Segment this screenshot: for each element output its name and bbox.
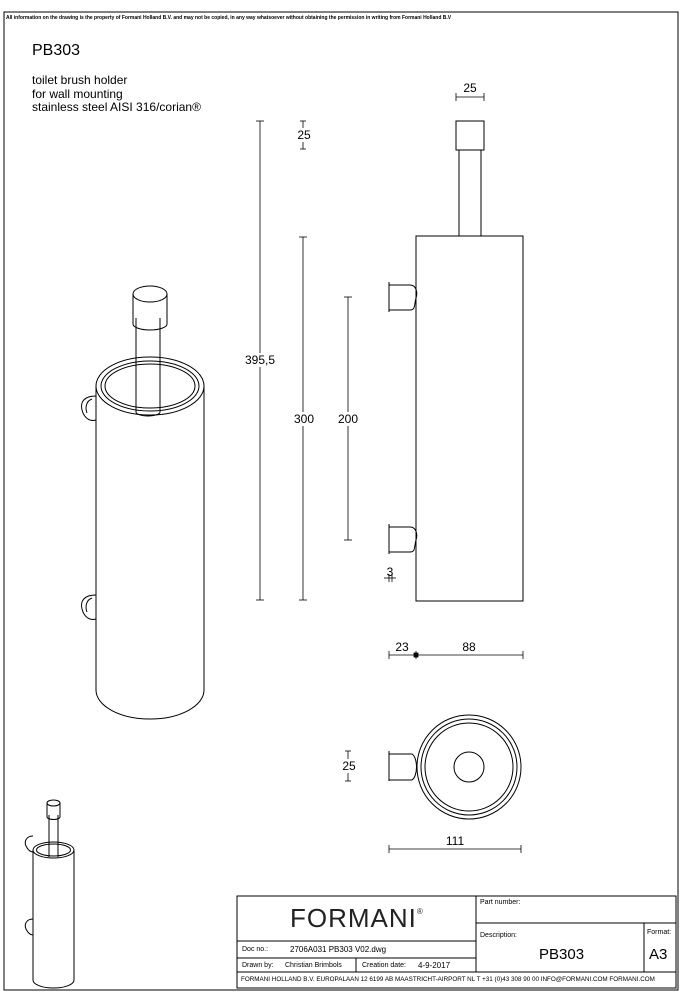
plan-view (388, 714, 522, 820)
format-value: A3 (649, 946, 668, 963)
dim-wall-gap: 3 (386, 565, 394, 579)
creation-date-label: Creation date: (362, 962, 406, 969)
description-line: toilet brush holder (32, 73, 128, 87)
dim-mount-spacing: 200 (336, 412, 360, 426)
dim-total-height: 395,5 (243, 353, 277, 367)
registered-mark: ® (416, 907, 424, 916)
logo-text: FORMANI (290, 903, 417, 933)
format-label: Format: (647, 929, 672, 936)
side-elevation (388, 120, 524, 602)
dim-knob-width: 25 (462, 81, 478, 95)
product-code: PB303 (32, 42, 81, 59)
drawn-by-value: Christian Brimbols (285, 962, 342, 969)
drawn-by-label: Drawn by: (242, 962, 274, 969)
part-number-label: Part number: (480, 899, 521, 906)
formani-logo: FORMANI® (290, 903, 424, 934)
description-line: stainless steel AISI 316/corian® (32, 100, 201, 114)
dim-bracket-depth: 23 (394, 640, 410, 654)
product-description: toilet brush holder for wall mounting st… (32, 73, 201, 115)
description-value: PB303 (539, 946, 585, 963)
dim-body-depth: 88 (461, 640, 477, 654)
description-line: for wall mounting (32, 86, 123, 101)
description-label: Description: (480, 932, 517, 939)
dim-bracket-width: 25 (341, 759, 357, 773)
dimension-lines (256, 93, 524, 853)
doc-no-label: Doc no.: (242, 946, 269, 953)
sheet-border (3, 11, 679, 991)
dim-body-height: 300 (292, 412, 316, 426)
dim-knob-height: 25 (296, 128, 312, 142)
creation-date-value: 4-9-2017 (418, 961, 451, 970)
copyright-notice: All information on the drawing is the pr… (6, 15, 452, 21)
dim-diameter: 111 (444, 834, 466, 848)
title-block-frame (236, 895, 677, 989)
doc-no-value: 2706A031 PB303 V02.dwg (290, 945, 387, 954)
isometric-view (81, 285, 205, 720)
isometric-thumbnail (24, 799, 75, 989)
company-footer: FORMANI HOLLAND B.V. EUROPALAAN 12 6199 … (241, 976, 655, 983)
